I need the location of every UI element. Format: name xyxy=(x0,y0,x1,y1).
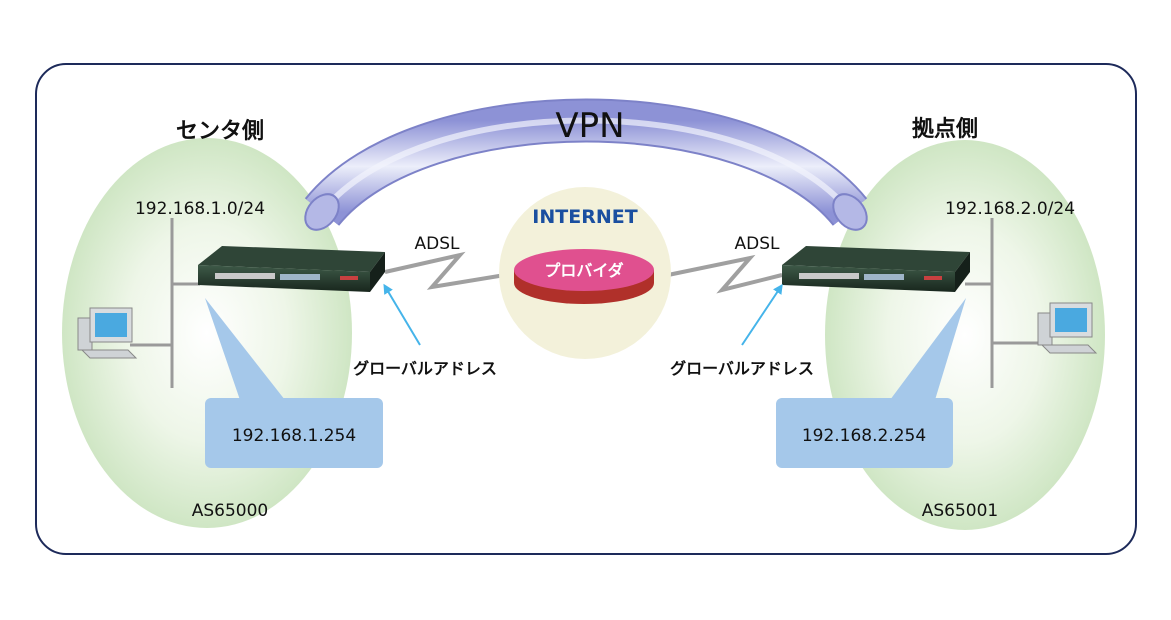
branch-pc-icon xyxy=(1037,302,1098,354)
vpn-tunnel xyxy=(304,98,868,231)
center-router xyxy=(198,246,385,292)
center-adsl-link xyxy=(384,251,506,290)
provider-disk xyxy=(514,249,654,304)
branch-router-address: 192.168.2.254 xyxy=(802,426,926,446)
center-as-number: AS65000 xyxy=(192,501,269,521)
center-global-address-arrow xyxy=(383,283,421,346)
branch-lan-segment xyxy=(965,218,1040,388)
center-address-callout xyxy=(205,298,383,468)
center-router-address: 192.168.1.254 xyxy=(232,426,356,446)
branch-router xyxy=(782,246,970,292)
center-pc-icon xyxy=(77,307,138,359)
branch-as-number: AS65001 xyxy=(922,501,999,521)
branch-address-callout xyxy=(776,298,966,468)
branch-global-address-label: グローバルアドレス xyxy=(670,359,814,378)
branch-adsl-label: ADSL xyxy=(735,234,781,254)
branch-lan-label: 192.168.2.0/24 xyxy=(945,199,1075,219)
branch-adsl-link xyxy=(667,254,783,294)
provider-label: プロバイダ xyxy=(544,261,623,280)
vpn-label: VPN xyxy=(555,106,624,146)
center-lan-segment xyxy=(130,218,200,388)
center-global-address-label: グローバルアドレス xyxy=(353,359,497,378)
internet-label: INTERNET xyxy=(532,206,637,228)
center-adsl-label: ADSL xyxy=(415,234,461,254)
center-site-title: センタ側 xyxy=(176,119,264,144)
branch-global-address-arrow xyxy=(741,283,783,346)
branch-site-title: 拠点側 xyxy=(912,116,978,142)
center-lan-label: 192.168.1.0/24 xyxy=(135,199,265,219)
